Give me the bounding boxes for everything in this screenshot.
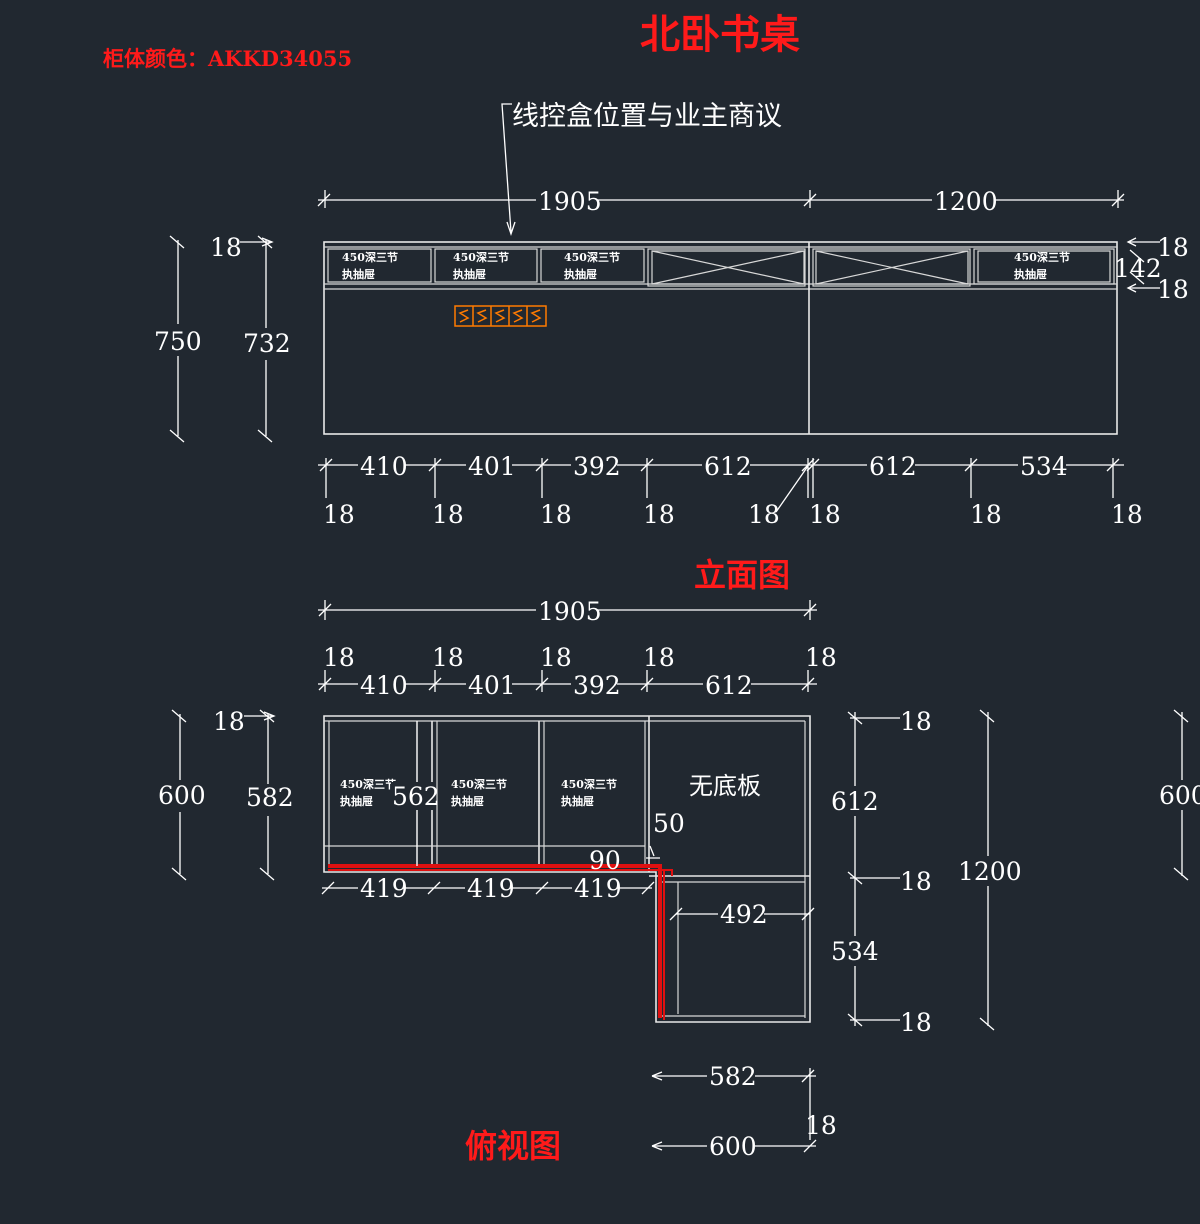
elev-panel-18-1: 18 bbox=[323, 500, 355, 529]
elev-height-750: 750 bbox=[154, 327, 202, 356]
elev-drawer-3-l1: 450深三节 bbox=[564, 250, 620, 264]
elev-w-401: 401 bbox=[468, 452, 516, 481]
plan-w-392: 392 bbox=[573, 671, 621, 700]
plan-right-18-c: 18 bbox=[900, 1008, 932, 1037]
plan-right-534: 534 bbox=[831, 937, 879, 966]
no-bottom-board-label: 无底板 bbox=[689, 772, 761, 800]
elev-panel-18-2: 18 bbox=[432, 500, 464, 529]
elev-w-392: 392 bbox=[573, 452, 621, 481]
plan-w-612: 612 bbox=[705, 671, 753, 700]
plan-depth-582: 582 bbox=[246, 783, 294, 812]
elev-drawer-6-l2: 执抽屉 bbox=[1014, 267, 1047, 281]
plan-top-18-3: 18 bbox=[540, 643, 572, 672]
note-leader-arrow bbox=[506, 221, 516, 237]
elev-height-732: 732 bbox=[243, 329, 291, 358]
plan-drawer-3-l2: 执抽屉 bbox=[561, 794, 594, 808]
plan-drawer-2-l1: 450深三节 bbox=[451, 777, 507, 791]
plan-dim-90: 90 bbox=[589, 846, 621, 875]
plan-drawer-1-l2: 执抽屉 bbox=[340, 794, 373, 808]
elev-panel-18-8: 18 bbox=[1111, 500, 1143, 529]
plan-foot-18: 18 bbox=[805, 1111, 837, 1140]
elev-panel-18-5: 18 bbox=[748, 500, 780, 529]
elev-right-142: 142 bbox=[1114, 254, 1162, 283]
elev-w-612-a: 612 bbox=[704, 452, 752, 481]
plan-bottom-419-3: 419 bbox=[574, 874, 622, 903]
elev-w-410: 410 bbox=[360, 452, 408, 481]
plan-top-18-4: 18 bbox=[643, 643, 675, 672]
plan-left-18: 18 bbox=[213, 707, 245, 736]
elev-dim-1905: 1905 bbox=[538, 187, 602, 216]
plan-bottom-419-1: 419 bbox=[360, 874, 408, 903]
plan-w-410: 410 bbox=[360, 671, 408, 700]
elevation-label: 立面图 bbox=[694, 556, 790, 594]
plan-drawer-3-l1: 450深三节 bbox=[561, 777, 617, 791]
elev-drawer-1-l1: 450深三节 bbox=[342, 250, 398, 264]
elev-panel-18-3: 18 bbox=[540, 500, 572, 529]
wire-box-note: 线控盒位置与业主商议 bbox=[512, 101, 782, 132]
plan-top-18-5: 18 bbox=[805, 643, 837, 672]
plan-dim-50: 50 bbox=[653, 809, 685, 838]
elev-drawer-6-l1: 450深三节 bbox=[1014, 250, 1070, 264]
elev-right-18-top: 18 bbox=[1157, 233, 1189, 262]
plan-drawer-2-l2: 执抽屉 bbox=[451, 794, 484, 808]
edge-band-line bbox=[328, 864, 662, 1018]
plan-bottom-419-2: 419 bbox=[467, 874, 515, 903]
elev-drawer-3-l2: 执抽屉 bbox=[564, 267, 597, 281]
elev-right-18-bottom: 18 bbox=[1157, 275, 1189, 304]
plan-edge-600: 600 bbox=[1159, 781, 1200, 810]
elev-dim-1200: 1200 bbox=[934, 187, 998, 216]
plan-view-label: 俯视图 bbox=[465, 1127, 561, 1165]
plan-right-612: 612 bbox=[831, 787, 879, 816]
plan-depth-562: 562 bbox=[392, 782, 440, 811]
plan-return-492: 492 bbox=[720, 900, 768, 929]
plan-total-1200: 1200 bbox=[958, 857, 1022, 886]
elev-panel-18-6: 18 bbox=[809, 500, 841, 529]
plan-right-18-b: 18 bbox=[900, 867, 932, 896]
plan-right-18-a: 18 bbox=[900, 707, 932, 736]
plan-foot-582: 582 bbox=[709, 1062, 757, 1091]
drawing-title: 北卧书桌 bbox=[640, 11, 800, 58]
elevation-outline bbox=[323, 241, 1118, 435]
plan-w-401: 401 bbox=[468, 671, 516, 700]
elev-w-534: 534 bbox=[1020, 452, 1068, 481]
elev-panel-18-4: 18 bbox=[643, 500, 675, 529]
elev-drawer-2-l1: 450深三节 bbox=[453, 250, 509, 264]
elev-left-18: 18 bbox=[210, 233, 242, 262]
note-leader bbox=[501, 103, 512, 233]
plan-drawer-1-l1: 450深三节 bbox=[340, 777, 396, 791]
elev-drawer-2-l2: 执抽屉 bbox=[453, 267, 486, 281]
plan-outline bbox=[323, 715, 811, 1023]
plan-top-18-2: 18 bbox=[432, 643, 464, 672]
plan-depth-600: 600 bbox=[158, 781, 206, 810]
plan-foot-600: 600 bbox=[709, 1132, 757, 1161]
plan-top-18-1: 18 bbox=[323, 643, 355, 672]
power-socket-strip bbox=[454, 305, 547, 327]
elev-panel-18-7: 18 bbox=[970, 500, 1002, 529]
cabinet-color-label: 柜体颜色：AKKD34055 bbox=[103, 46, 352, 71]
plan-view: 1905 18 18 18 18 18 410 401 392 612 bbox=[156, 597, 1200, 1161]
elevation-view: 1905 1200 450深三节 执抽屉 450深三节 执抽屉 450深三节 执… bbox=[152, 186, 1189, 529]
elev-w-612-b: 612 bbox=[869, 452, 917, 481]
elev-drawer-1-l2: 执抽屉 bbox=[342, 267, 375, 281]
plan-dim-1905: 1905 bbox=[538, 597, 602, 626]
